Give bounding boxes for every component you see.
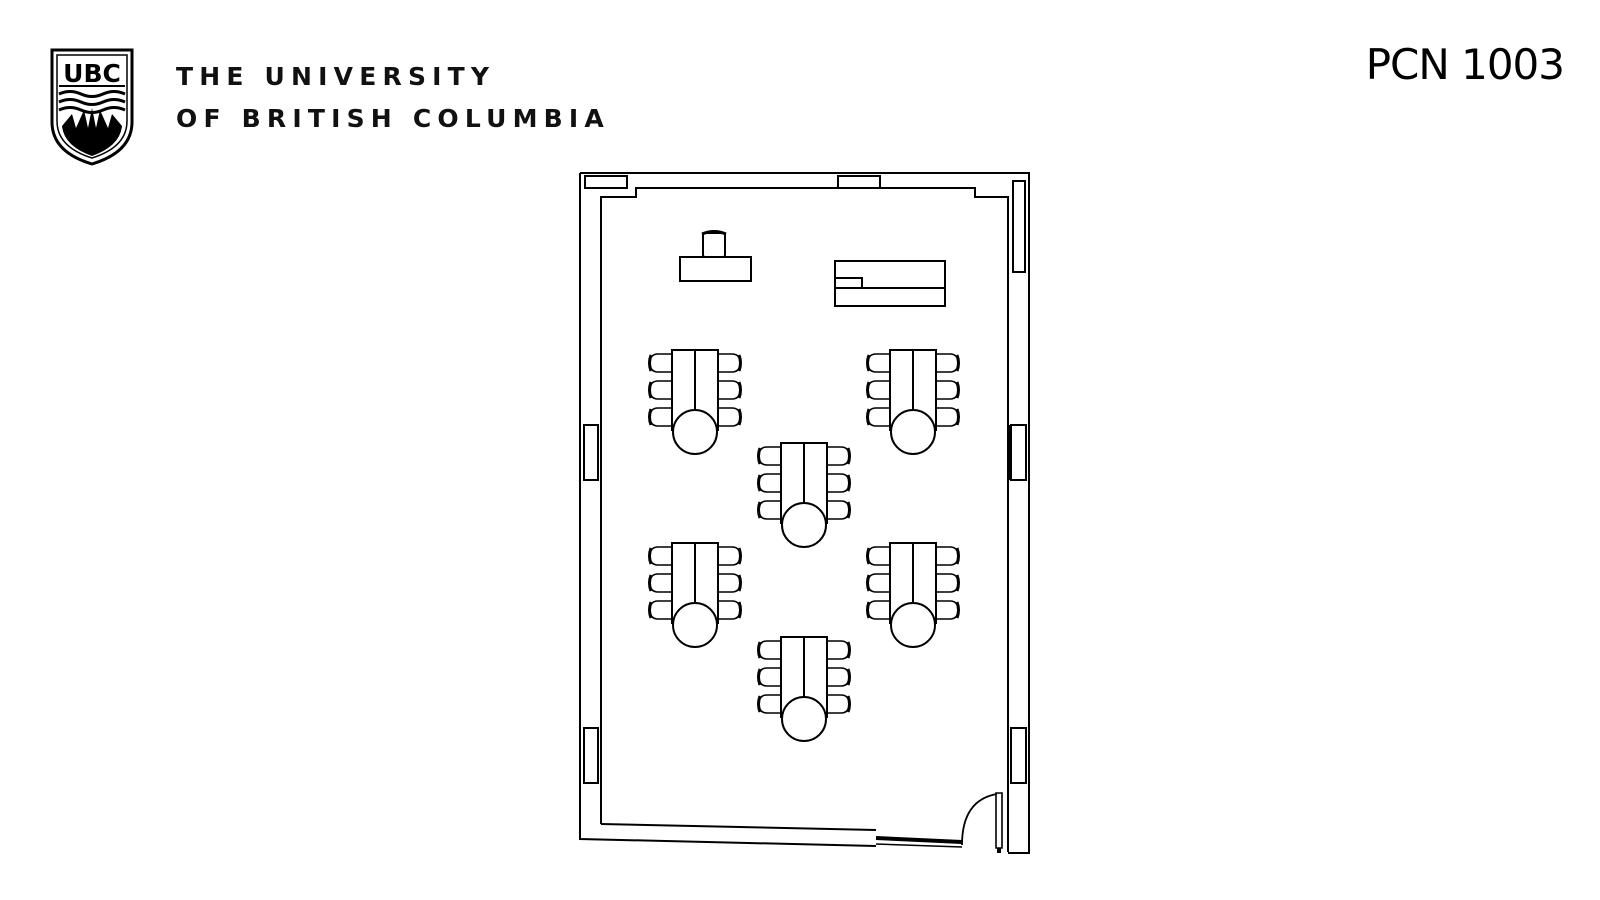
logo-text: UBC [63,59,121,88]
table-group-6 [759,637,850,741]
door [876,793,1002,853]
window-left-upper [584,425,598,480]
window-left-lower [584,728,598,783]
wordmark-line-2: OF BRITISH COLUMBIA [176,104,610,133]
table-group-2 [868,350,959,454]
table-group-3 [759,443,850,547]
instructor-desk [680,232,751,282]
table-group-4 [650,543,741,647]
table-group-5 [868,543,959,647]
outer-wall [580,173,1029,853]
right-wall-panel [1013,181,1025,272]
university-wordmark: THE UNIVERSITY OF BRITISH COLUMBIA [176,56,610,140]
ubc-crest-logo-icon: UBC [50,48,134,166]
side-counter [835,261,945,306]
window-right-upper [1011,425,1026,480]
room-code: PCN 1003 [1365,40,1565,89]
top-vent-center [838,176,880,188]
table-group-1 [650,350,741,454]
inner-wall [601,188,1008,852]
top-vent-left [585,176,627,188]
wordmark-line-1: THE UNIVERSITY [176,62,496,91]
window-right-lower [1011,728,1026,783]
